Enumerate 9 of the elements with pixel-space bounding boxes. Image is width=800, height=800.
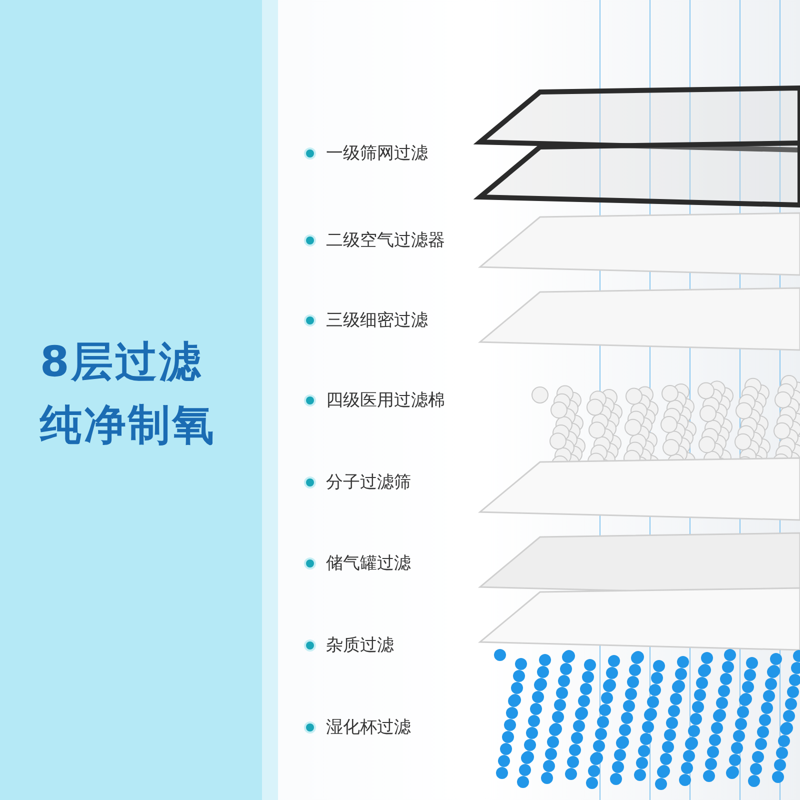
layer-label: 储气罐过滤: [326, 552, 411, 574]
layer-label: 分子过滤筛: [326, 472, 411, 494]
layer-label: 三级细密过滤: [326, 310, 428, 332]
layer-label: 杂质过滤: [326, 634, 394, 656]
layer-label: 湿化杯过滤: [326, 716, 411, 738]
layer-label: 四级医用过滤棉: [326, 390, 445, 412]
layer-label: 一级筛网过滤: [326, 142, 428, 164]
layer-label: 二级空气过滤器: [326, 230, 445, 252]
title: 8层过滤纯净制氧: [40, 336, 217, 451]
